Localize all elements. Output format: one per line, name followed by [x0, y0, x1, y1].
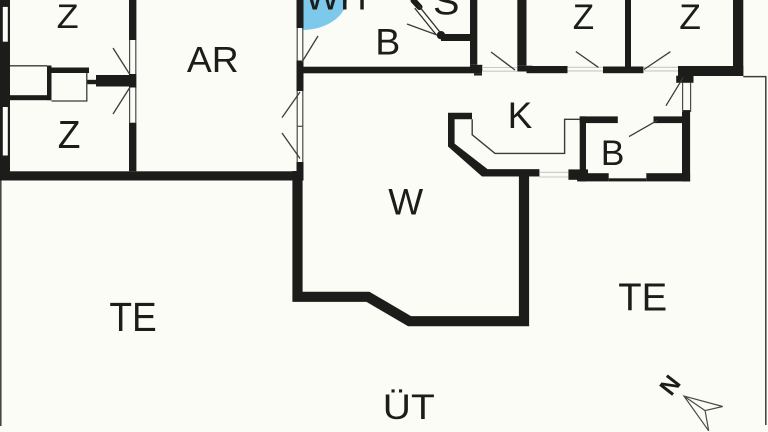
svg-text:W: W [388, 181, 423, 222]
svg-text:S: S [433, 0, 460, 23]
svg-text:Z: Z [58, 114, 81, 157]
svg-text:Z: Z [57, 0, 79, 36]
svg-text:TE: TE [618, 276, 667, 319]
svg-text:TE: TE [109, 294, 156, 340]
svg-text:B: B [375, 20, 400, 62]
svg-text:K: K [508, 95, 533, 136]
svg-text:AR: AR [187, 39, 239, 80]
svg-text:Z: Z [679, 0, 701, 37]
svg-text:B: B [601, 133, 625, 173]
svg-text:WH: WH [305, 0, 367, 17]
svg-text:ÜT: ÜT [383, 387, 435, 427]
svg-text:Z: Z [573, 0, 594, 37]
